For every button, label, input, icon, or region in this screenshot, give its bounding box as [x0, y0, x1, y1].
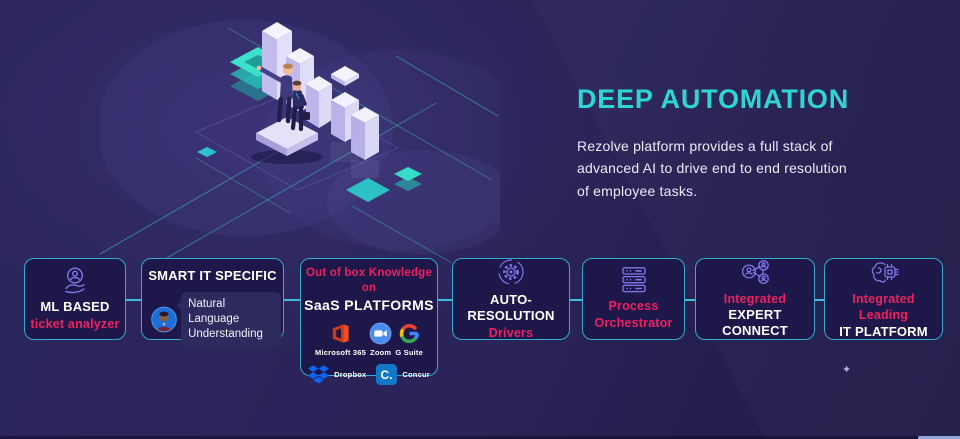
card-title: SMART IT SPECIFIC: [148, 268, 277, 283]
teal-tile: [346, 178, 390, 202]
card-accent: Integrated: [723, 291, 787, 306]
reflection-shadow: [251, 150, 323, 164]
hero-description: Rezolve platform provides a full stack o…: [577, 138, 847, 199]
card-accent: Integrated Leading: [852, 292, 915, 323]
partial-widget[interactable]: [918, 436, 960, 439]
logo-concur: C. Concur: [376, 364, 430, 386]
card-title: ML BASED: [40, 299, 110, 315]
concur-icon: C.: [376, 364, 398, 386]
zoom-icon: [369, 322, 392, 345]
card-title: AUTO-RESOLUTION: [467, 292, 555, 324]
card-process-orchestrator: Process Orchestrator: [582, 258, 685, 340]
platform-outline: [194, 89, 400, 191]
support-user-icon: [65, 267, 85, 294]
card-expert-connect: Integrated EXPERT CONNECT: [695, 258, 815, 340]
card-it-platform: Integrated Leading IT PLATFORM: [824, 258, 943, 340]
logo-microsoft-365: Microsoft 365: [315, 322, 366, 357]
agent-avatar-icon: [151, 306, 177, 333]
saas-logo-row-2: Dropbox C. Concur: [303, 364, 435, 386]
nlu-chip-row: Natural Language Understanding: [144, 292, 281, 348]
hero-text-block: DEEP AUTOMATION Rezolve platform provide…: [577, 84, 877, 202]
card-subtitle: ticket analyzer: [30, 316, 120, 331]
page-title: DEEP AUTOMATION: [577, 84, 850, 114]
logo-zoom: Zoom: [369, 322, 392, 357]
person-leaning: [290, 80, 310, 132]
dropbox-icon: [308, 365, 330, 384]
teal-diamond-stack: [394, 167, 422, 191]
google-g-icon: [399, 324, 419, 344]
card-title: SaaS PLATFORMS: [304, 296, 434, 313]
hero-illustration: [100, 20, 500, 264]
card-saas-platforms: Out of box Knowledge on SaaS PLATFORMS M…: [300, 258, 438, 386]
logo-g-suite: G Suite: [395, 322, 423, 357]
person-pointing: [256, 63, 293, 124]
card-title: EXPERT CONNECT: [722, 306, 788, 339]
people-network-icon: [741, 259, 769, 284]
logo-dropbox: Dropbox: [308, 364, 366, 385]
isometric-grid-lines: [100, 27, 499, 264]
card-ml-based: ML BASED ticket analyzer: [24, 258, 126, 340]
saas-logo-row-1: Microsoft 365 Zoom: [303, 322, 435, 357]
card-title: IT PLATFORM: [839, 323, 928, 339]
card-subtitle: Drivers: [488, 325, 534, 340]
sparkle-decoration: ✦: [842, 364, 852, 376]
ai-brain-chip-icon: [871, 262, 899, 283]
nlu-chip: Natural Language Understanding: [181, 292, 281, 348]
glow-ellipse: [100, 20, 393, 236]
gear-orbit-icon: [498, 259, 524, 285]
server-stack-icon: [621, 267, 646, 293]
svg-text:C.: C.: [381, 368, 393, 382]
microsoft-365-icon: [332, 324, 349, 343]
card-title: Process Orchestrator: [594, 299, 673, 330]
card-auto-resolution: AUTO-RESOLUTION Drivers: [452, 258, 570, 340]
teal-diamond: [197, 147, 217, 157]
glow-ellipse: [327, 150, 500, 254]
card-accent: Out of box Knowledge on: [305, 267, 433, 294]
card-smart-it-specific: SMART IT SPECIFIC Natural Language Under…: [141, 258, 284, 348]
